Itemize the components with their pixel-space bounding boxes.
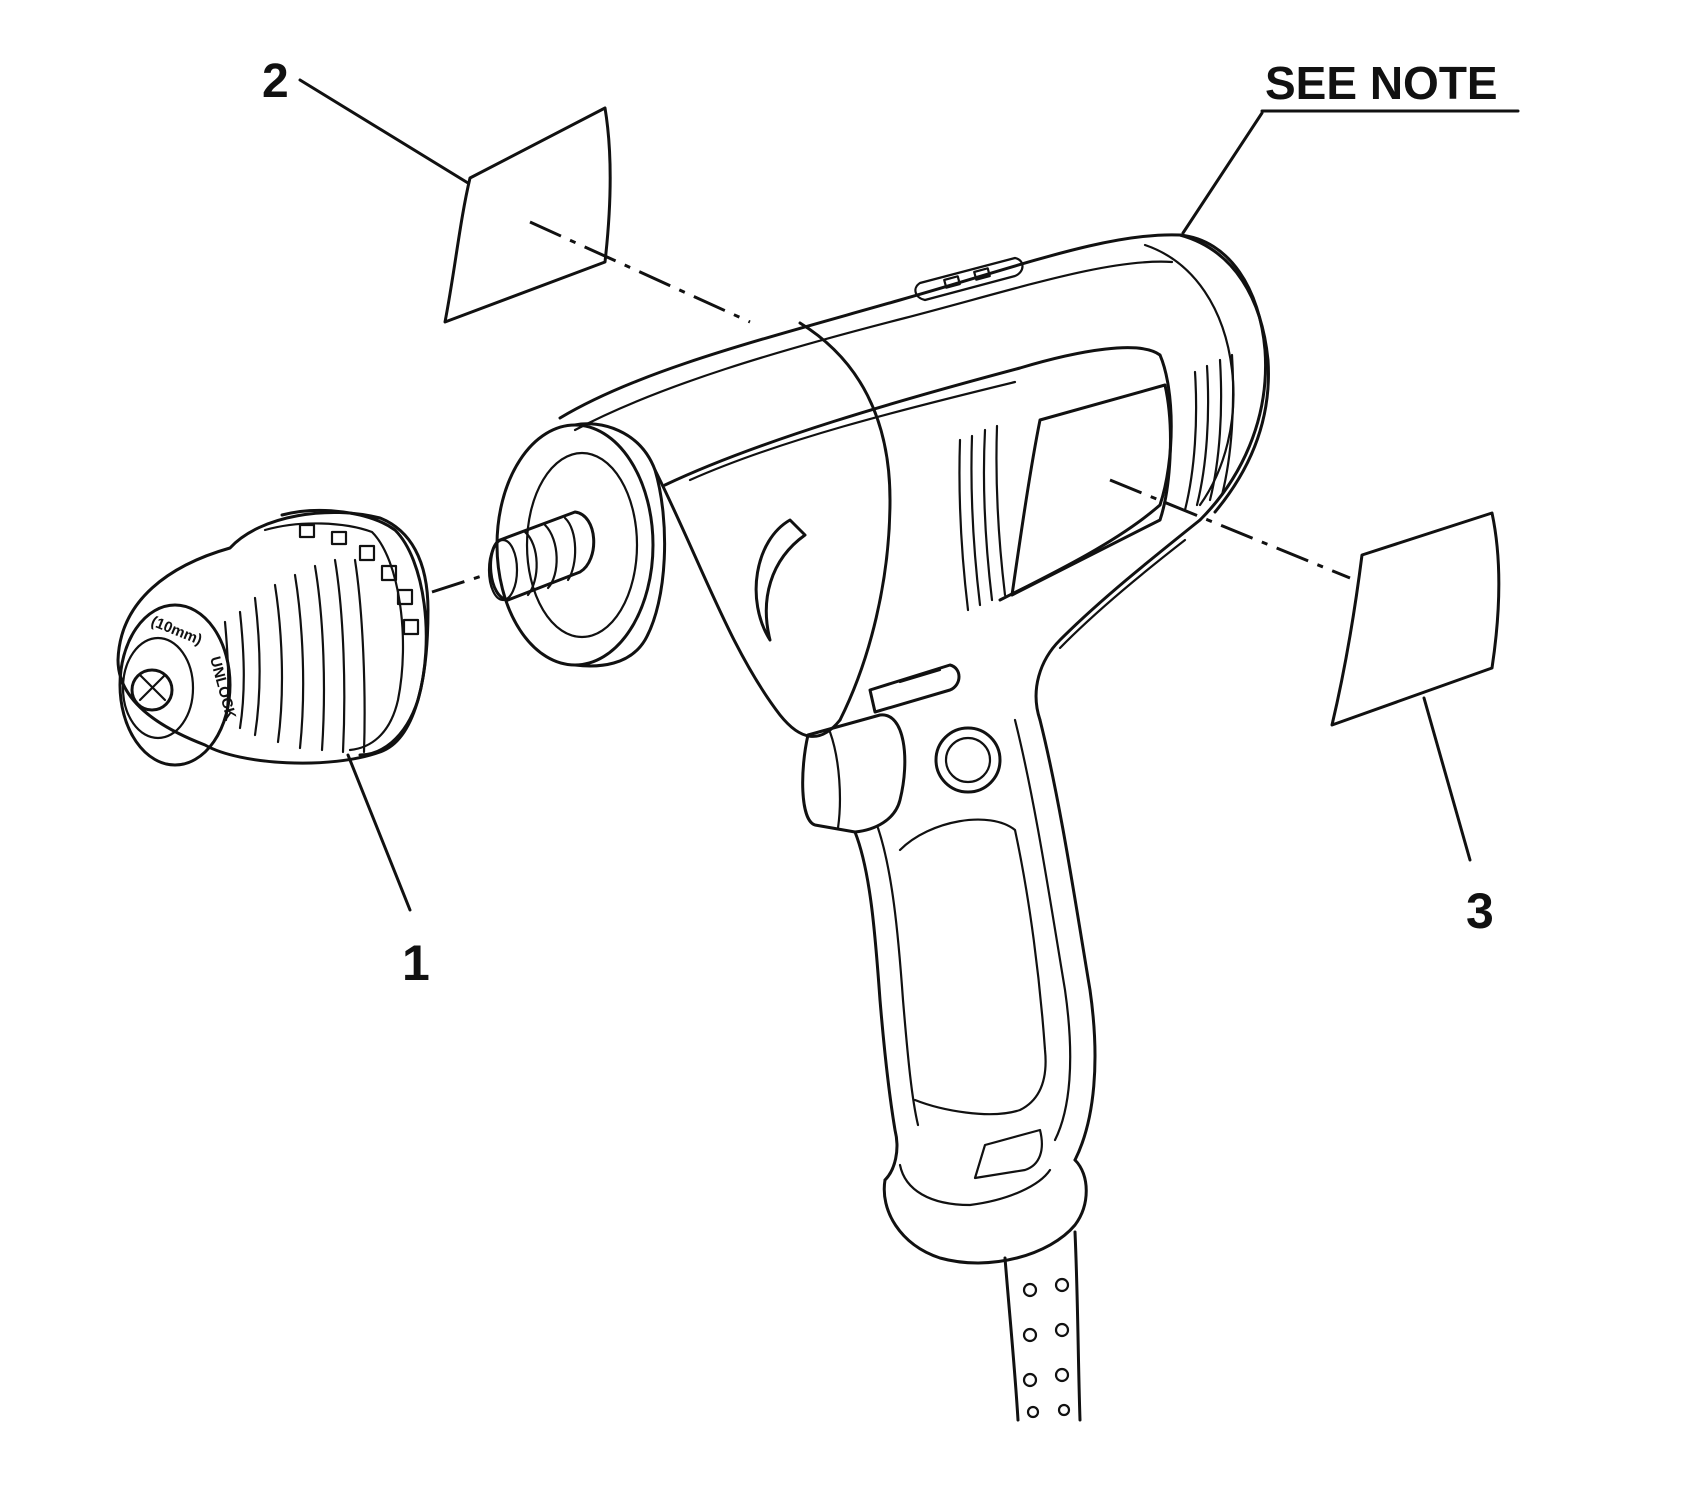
see-note-label: SEE NOTE xyxy=(1265,57,1498,109)
drill-body xyxy=(487,233,1270,1422)
callout-number-1: 1 xyxy=(402,935,430,991)
assembly-line-1 xyxy=(431,572,489,594)
assembly-line-3 xyxy=(1109,478,1351,580)
callout-number-3: 3 xyxy=(1466,883,1494,939)
decal-label-2 xyxy=(443,106,612,324)
see-note-leader xyxy=(1181,111,1264,235)
callout-number-2: 2 xyxy=(262,55,289,108)
leader-line-2 xyxy=(298,78,470,185)
decal-label-3 xyxy=(1330,511,1501,727)
chuck-unlock-text: UNLOCK xyxy=(206,655,239,722)
chuck-size-text: (10mm) xyxy=(149,613,205,649)
keyless-chuck: (10mm) UNLOCK xyxy=(116,508,430,767)
leader-line-3 xyxy=(1422,696,1472,862)
leader-line-1 xyxy=(346,753,412,912)
assembly-line-2 xyxy=(529,220,751,324)
